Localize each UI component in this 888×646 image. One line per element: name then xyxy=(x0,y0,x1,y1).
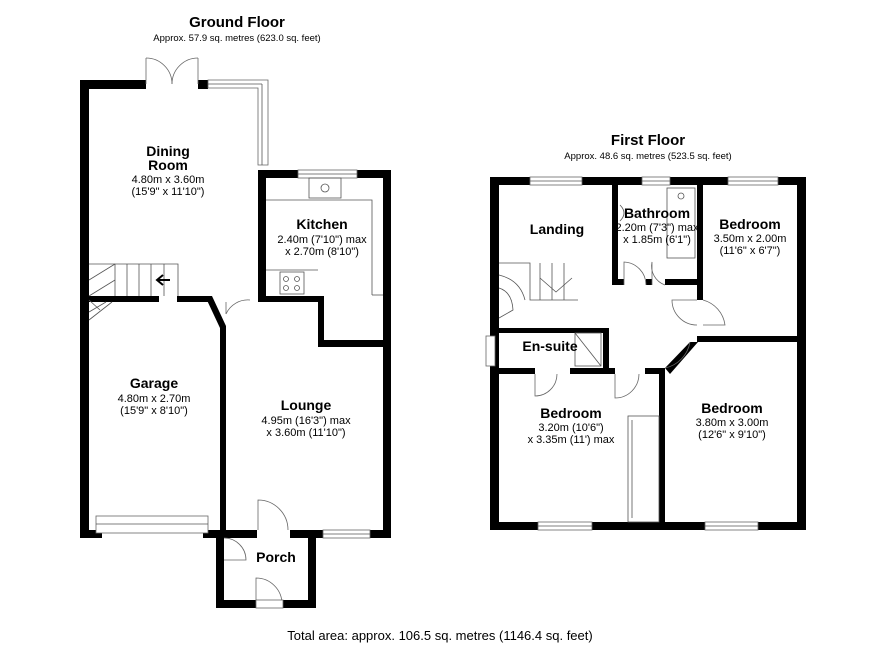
ground-floor-area: Approx. 57.9 sq. metres (623.0 sq. feet) xyxy=(153,33,320,44)
bathroom-dim-1: 2.20m (7'3") max xyxy=(615,222,699,234)
bedroom-small-label: Bedroom xyxy=(719,216,780,232)
bedroom-right-dim-2: (12'6" x 9'10") xyxy=(698,429,766,441)
ground-floor-plan xyxy=(80,57,391,609)
dining-room-label-2: Room xyxy=(148,157,188,173)
dining-room-dim-2: (15'9" x 11'10") xyxy=(132,186,205,198)
first-floor-area: Approx. 48.6 sq. metres (523.5 sq. feet) xyxy=(564,151,731,162)
bedroom-left-label: Bedroom xyxy=(540,405,601,421)
dining-room-label-1: Dining xyxy=(146,143,190,159)
ground-floor-title: Ground Floor xyxy=(189,14,285,31)
bedroom-small-dim-1: 3.50m x 2.00m xyxy=(714,233,787,245)
total-area: Total area: approx. 106.5 sq. metres (11… xyxy=(287,628,592,643)
dining-room-dim-1: 4.80m x 3.60m xyxy=(132,174,205,186)
garage-dim-2: (15'9" x 8'10") xyxy=(120,405,188,417)
ensuite-label: En-suite xyxy=(522,338,577,354)
first-floor-plan xyxy=(485,176,806,531)
lounge-dim-1: 4.95m (16'3") max xyxy=(261,415,351,427)
kitchen-dim-1: 2.40m (7'10") max xyxy=(277,234,367,246)
porch-label: Porch xyxy=(256,549,296,565)
bedroom-left-dim-1: 3.20m (10'6") xyxy=(538,422,603,434)
lounge-label: Lounge xyxy=(281,397,332,413)
kitchen-dim-2: x 2.70m (8'10") xyxy=(285,246,359,258)
landing-staircase xyxy=(498,262,578,319)
bedroom-right-label: Bedroom xyxy=(701,400,762,416)
kitchen-label: Kitchen xyxy=(296,216,347,232)
first-floor-title: First Floor xyxy=(611,132,685,149)
bedroom-left-dim-2: x 3.35m (11') max xyxy=(528,434,615,446)
bedroom-small-dim-2: (11'6" x 6'7") xyxy=(720,245,781,257)
staircase xyxy=(88,263,179,321)
lounge-dim-2: x 3.60m (11'10") xyxy=(266,427,345,439)
bathroom-dim-2: x 1.85m (6'1") xyxy=(623,234,691,246)
landing-label: Landing xyxy=(530,221,584,237)
bathroom-label: Bathroom xyxy=(624,205,690,221)
bedroom-right-dim-1: 3.80m x 3.00m xyxy=(696,417,769,429)
garage-label: Garage xyxy=(130,375,178,391)
garage-dim-1: 4.80m x 2.70m xyxy=(118,393,191,405)
labels: Ground Floor Approx. 57.9 sq. metres (62… xyxy=(118,14,787,643)
